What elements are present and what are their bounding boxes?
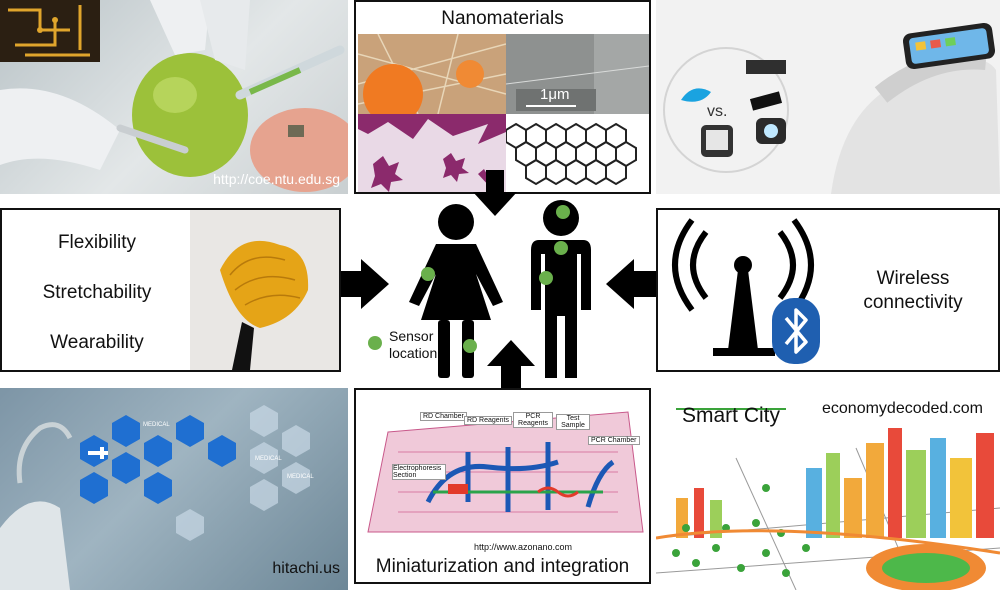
sensor-dot-male-head — [556, 205, 570, 219]
legend-label-line2: location — [389, 345, 438, 361]
miniaturization-title: Miniaturization and integration — [375, 556, 630, 577]
sensor-dot-female-leg — [463, 339, 477, 353]
wireless-panel: Wireless connectivity — [656, 208, 1000, 372]
miniaturization-credit: http://www.azonano.com — [474, 542, 573, 552]
electronics-illustration — [0, 0, 348, 192]
nanofiber-image — [358, 34, 506, 114]
medical-hex-label-2: MEDICAL — [255, 456, 282, 462]
medical-credit: hitachi.us — [272, 560, 340, 577]
miniaturization-panel: RD Chamber RD Reagents PCR Reagents Test… — [354, 388, 651, 584]
smart-city-illustration — [656, 408, 1000, 590]
arrow-right-from-flexibility — [341, 259, 389, 309]
smartcity-title: Smart City — [682, 404, 781, 427]
bluetooth-icon — [772, 298, 820, 364]
electronics-panel: http://coe.ntu.edu.sg — [0, 0, 348, 194]
arrow-down-from-nanomaterials — [473, 170, 517, 216]
stretchability-label: Stretchability — [42, 282, 152, 303]
smartcity-credit: economydecoded.com — [822, 400, 983, 417]
smartcity-panel: Smart City economydecoded.com — [656, 388, 1000, 590]
wearability-label: Wearability — [50, 332, 144, 353]
scale-bar-label: 1μm — [540, 86, 570, 103]
sensor-dot-male-arm — [539, 271, 553, 285]
chip-label-rd-chamber: RD Chamber — [420, 412, 467, 421]
graphene-lattice-image — [506, 114, 649, 192]
wearables-illustration — [663, 22, 1000, 194]
wireless-label-line2: connectivity — [863, 292, 963, 313]
flexibility-label: Flexibility — [57, 232, 137, 253]
arrow-up-from-miniaturization — [487, 340, 535, 390]
male-figure — [531, 200, 591, 378]
electronics-credit: http://coe.ntu.edu.sg — [213, 171, 340, 187]
wearables-panel: vs. — [656, 0, 1000, 194]
medical-panel: MEDICAL MEDICAL MEDICAL hitachi.us — [0, 388, 348, 590]
chip-label-rd-reagents: RD Reagents — [464, 416, 513, 425]
center-diagram — [341, 170, 656, 390]
wearables-vs-label: vs. — [707, 103, 728, 120]
arrow-left-from-wireless — [606, 259, 656, 309]
medical-hexagon-illustration — [0, 405, 310, 590]
chip-label-pcr-reagents: PCR Reagents — [513, 412, 553, 428]
sensor-dot-male-chest — [554, 241, 568, 255]
legend-label-line1: Sensor — [389, 328, 434, 344]
flexibility-panel: Flexibility Stretchability Wearability — [0, 208, 341, 372]
chip-label-electrophoresis: Electrophoresis Section — [392, 464, 446, 480]
female-figure — [409, 204, 503, 378]
nanowire-image — [506, 34, 649, 114]
sensor-dot-female-arm — [421, 267, 435, 281]
lab-on-chip-image — [367, 411, 644, 533]
wireless-label-line1: Wireless — [876, 268, 950, 289]
legend-sensor-dot — [368, 336, 382, 350]
chip-label-pcr-chamber: PCR Chamber — [588, 436, 640, 445]
flexible-circuit-image — [190, 210, 339, 370]
medical-hex-label-1: MEDICAL — [143, 422, 170, 428]
nanomaterials-panel: Nanomaterials 1μm — [354, 0, 651, 194]
nanomaterials-title: Nanomaterials — [441, 8, 564, 29]
chip-label-test-sample: Test Sample — [556, 414, 590, 430]
medical-hex-label-3: MEDICAL — [287, 474, 314, 480]
nanocrystal-image — [358, 114, 506, 192]
